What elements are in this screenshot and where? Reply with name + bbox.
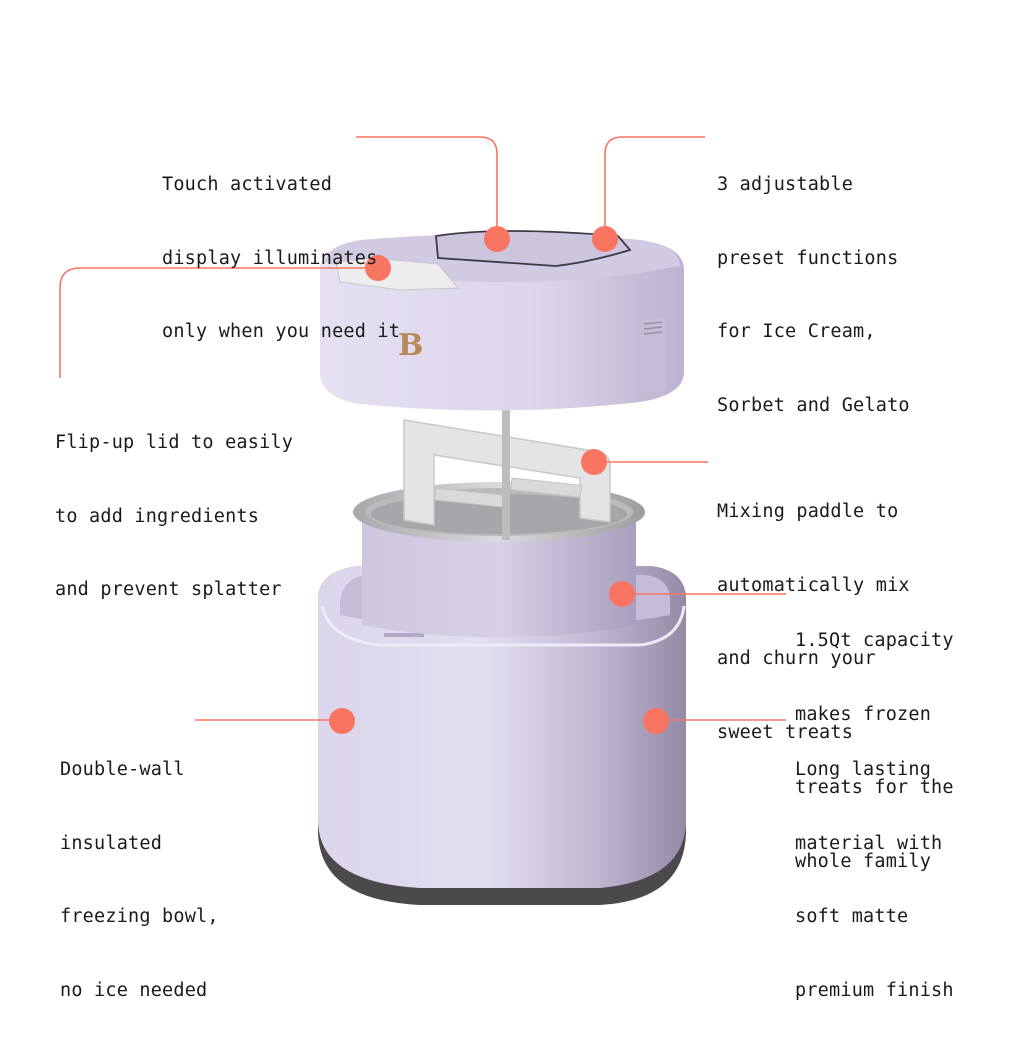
vent-icon <box>640 318 666 390</box>
callout-line: 3 adjustable <box>717 174 854 195</box>
callout-line: for Ice Cream, <box>717 321 876 342</box>
callout-line: whole family <box>795 850 932 872</box>
callout-line: sweet treats <box>717 721 854 743</box>
callout-matte-finish: Long lasting material with soft matte pr… <box>795 709 954 1052</box>
callout-line: and churn your <box>717 648 876 669</box>
callout-line: 1.5Qt capacity <box>795 630 954 651</box>
callout-flip-up-lid: Flip-up lid to easily to add ingredients… <box>55 382 293 652</box>
callout-line: Touch activated <box>162 174 333 195</box>
callout-line: only when you need it <box>162 321 401 342</box>
callout-preset-functions: 3 adjustable preset functions for Ice Cr… <box>717 124 910 467</box>
callout-dot-touch-display <box>484 226 510 252</box>
callout-line: makes frozen <box>795 703 932 725</box>
callout-double-wall-bowl: Double-wall insulated freezing bowl, no … <box>60 709 219 1052</box>
callout-dot-matte-finish <box>643 708 669 734</box>
callout-line: display illuminates <box>162 247 378 269</box>
callout-capacity: 1.5Qt capacity makes frozen treats for t… <box>795 580 954 923</box>
callout-touch-display: Touch activated display illuminates only… <box>162 124 400 394</box>
ice-cream-maker-illustration <box>59 136 786 905</box>
callout-dot-mixing-paddle <box>581 449 607 475</box>
callout-line: and prevent splatter <box>55 579 282 600</box>
callout-line: preset functions <box>717 247 899 269</box>
callout-dot-double-wall-bowl <box>329 708 355 734</box>
callout-line: Flip-up lid to easily <box>55 432 294 453</box>
callout-line: Long lasting <box>795 759 932 780</box>
brand-logo: B <box>398 328 424 363</box>
callout-dot-preset-functions <box>592 226 618 252</box>
callout-line: premium finish <box>795 979 954 1001</box>
product-feature-diagram: B Touch activated display illuminates on… <box>55 124 954 1001</box>
callout-line: Sorbet and Gelato <box>717 394 910 416</box>
callout-line: automatically mix <box>717 574 910 596</box>
callout-dots <box>329 226 669 734</box>
callout-line: treats for the <box>795 777 954 798</box>
callout-line: material with <box>795 832 943 854</box>
callout-line: to add ingredients <box>55 505 260 527</box>
callout-mixing-paddle: Mixing paddle to automatically mix and c… <box>717 451 910 794</box>
callout-line: freezing bowl, <box>60 906 219 927</box>
callout-dot-capacity <box>609 581 635 607</box>
callout-line: soft matte <box>795 906 909 927</box>
callout-line: insulated <box>60 832 163 854</box>
callout-dot-flip-up-lid <box>365 255 391 281</box>
leader-lines <box>59 136 786 721</box>
callout-line: Double-wall <box>60 759 185 780</box>
callout-line: no ice needed <box>60 979 208 1001</box>
callout-line: Mixing paddle to <box>717 501 899 522</box>
